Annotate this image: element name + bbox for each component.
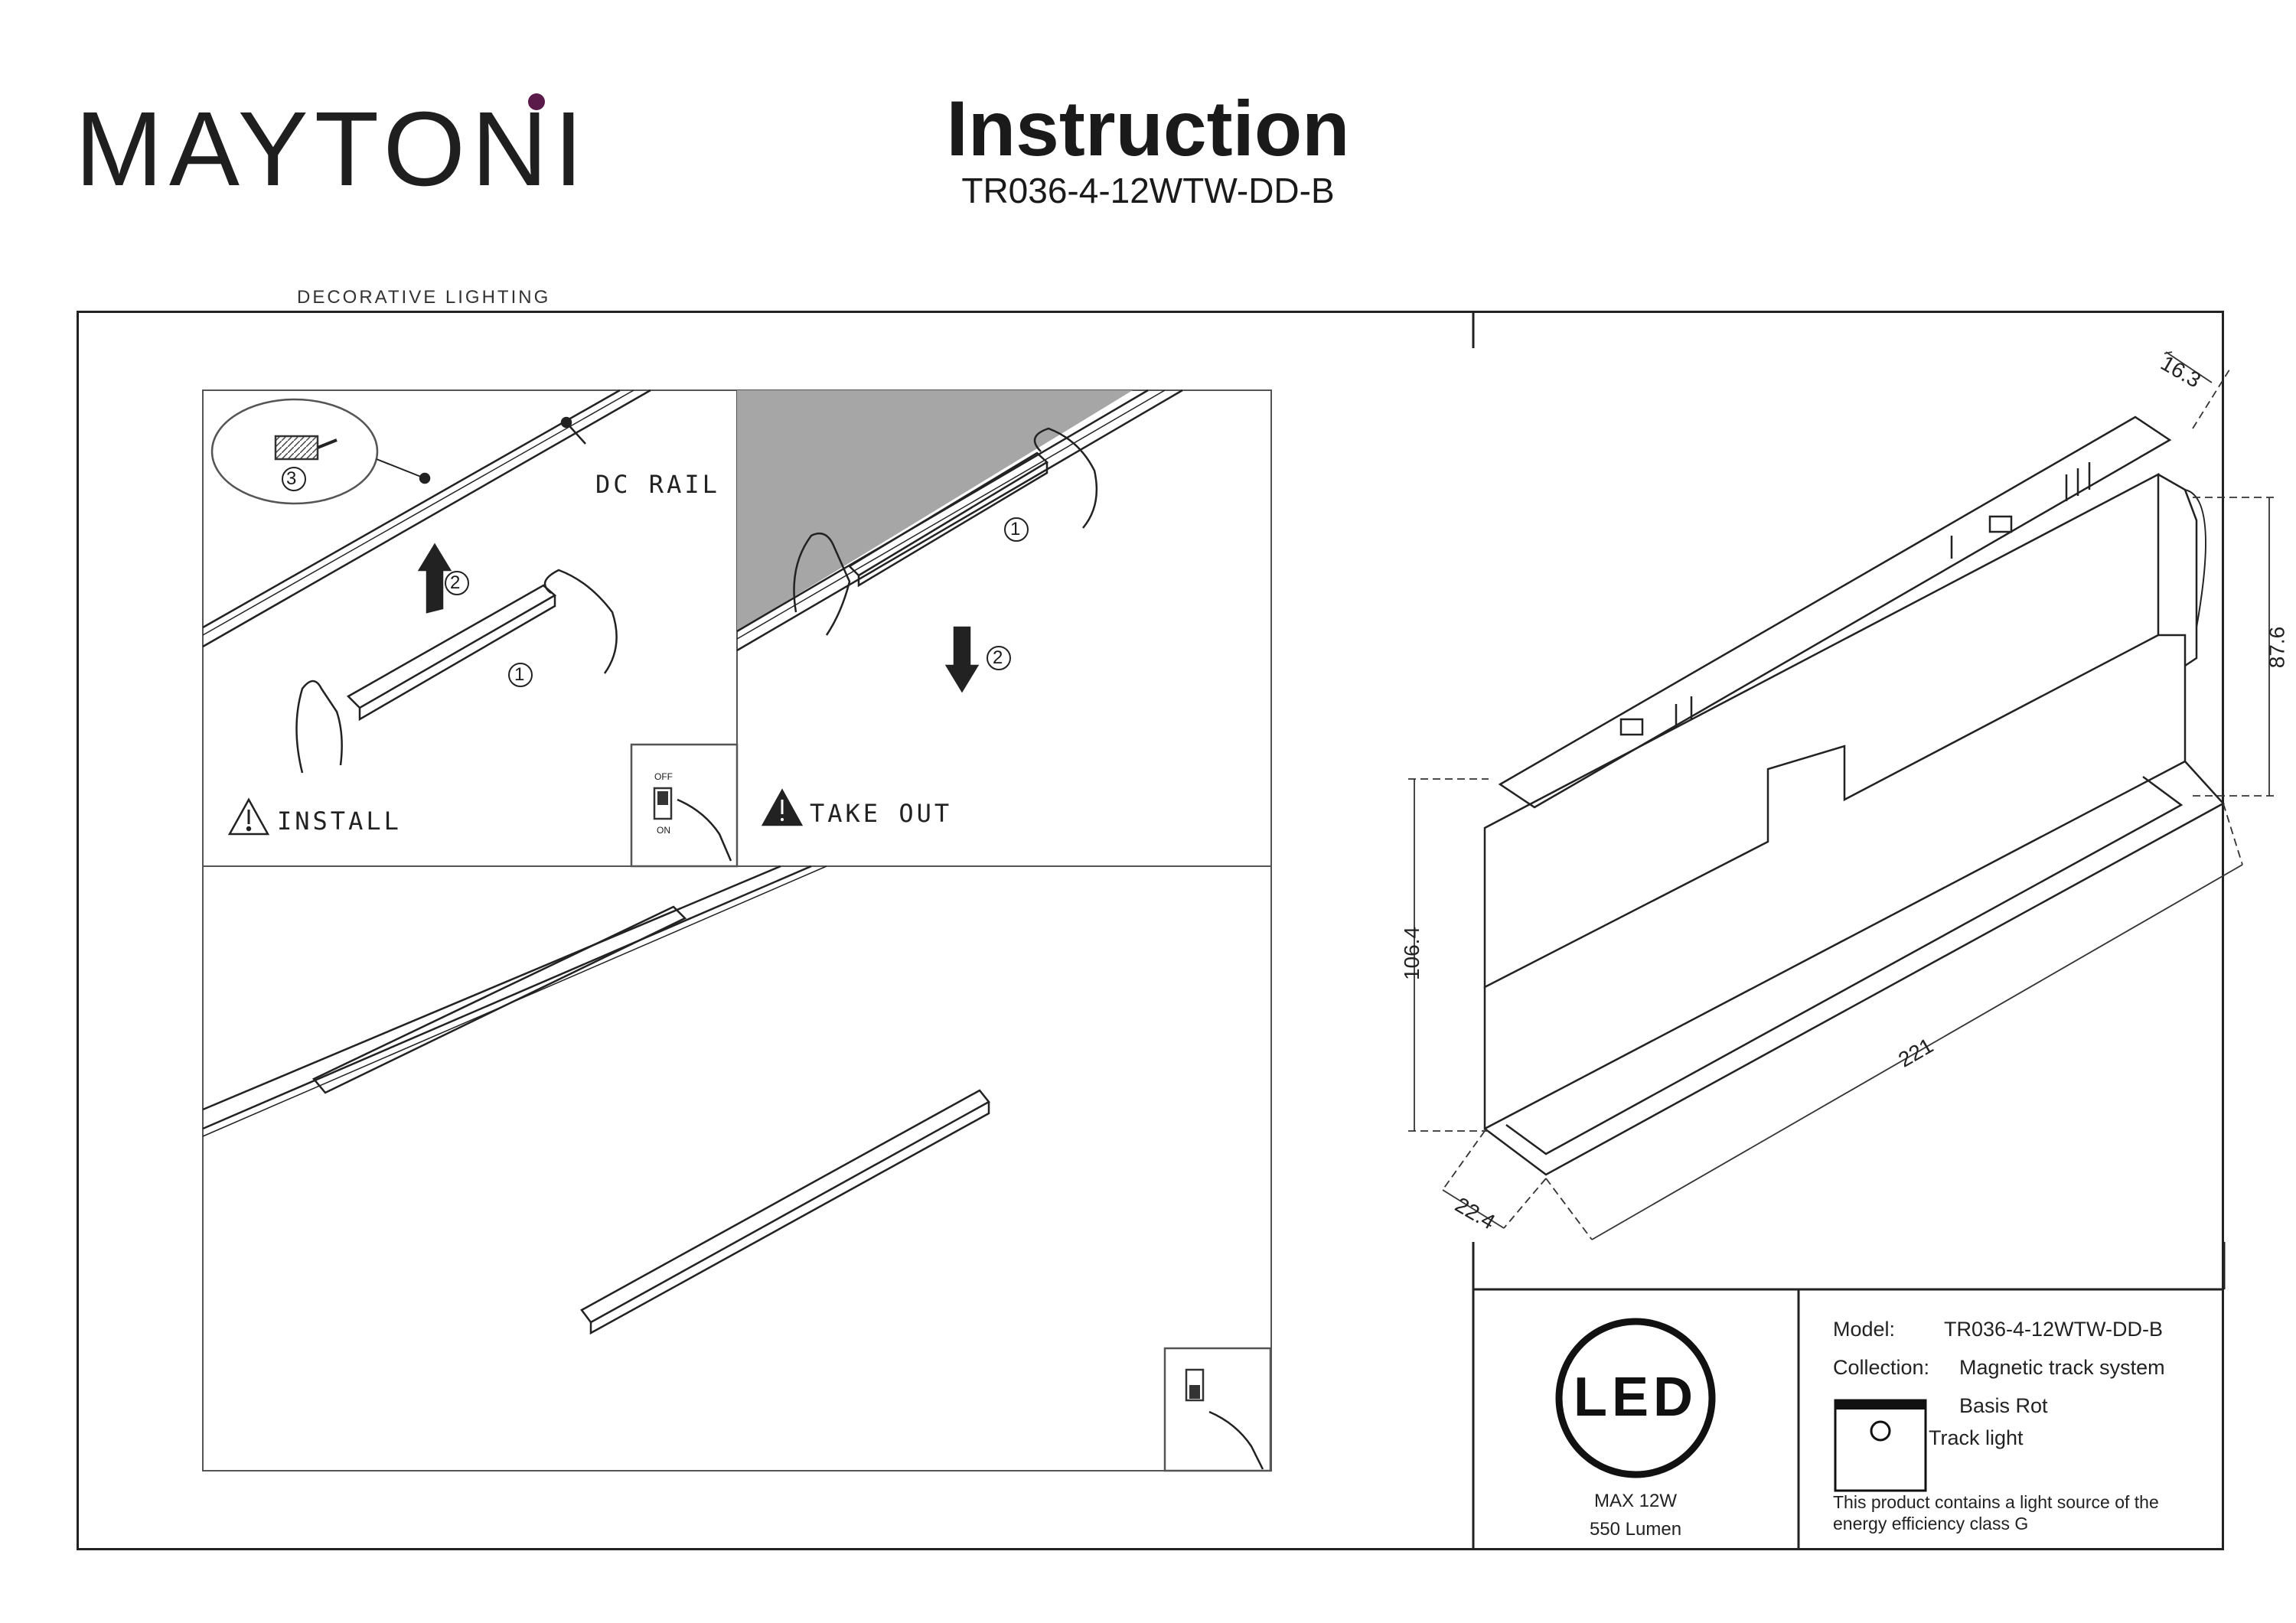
takeout-step-2: 2 — [993, 647, 1003, 668]
led-power: MAX 12W — [1593, 1491, 1678, 1511]
install-title: INSTALL — [277, 807, 402, 836]
instruction-frame — [77, 311, 2224, 1550]
spec-model-label: Model: — [1833, 1318, 1896, 1341]
spec-collection-sub: Basis Rot — [1959, 1394, 2048, 1417]
spec-model-value: TR036-4-12WTW-DD-B — [1944, 1318, 2164, 1341]
takeout-title: TAKE OUT — [810, 799, 953, 828]
install-step-2: 2 — [450, 572, 461, 593]
mounted-illustration — [202, 865, 1272, 1472]
dim-height-left: 106.4 — [1400, 926, 1424, 981]
spec-collection-value: Magnetic track system — [1959, 1356, 2165, 1379]
spec-type: Track light — [1929, 1426, 2024, 1449]
install-step-3: 3 — [286, 468, 297, 489]
brand-name: MAYTONI — [75, 90, 589, 208]
led-logo-text: LED — [1574, 1367, 1698, 1428]
switch-off-label: OFF — [654, 771, 673, 782]
install-illustration — [202, 389, 739, 868]
takeout-step-1: 1 — [1010, 519, 1021, 539]
dimension-lines — [1408, 351, 2277, 1240]
model-code: TR036-4-12WTW-DD-B — [961, 171, 1335, 210]
brand-accent-dot — [528, 93, 545, 110]
frame-dividers — [1472, 311, 2226, 1550]
install-step-1: 1 — [514, 664, 525, 685]
switch-on-label: ON — [657, 825, 670, 836]
page-title: Instruction — [946, 85, 1350, 172]
spec-energy-note-2: energy efficiency class G — [1833, 1514, 2029, 1533]
spec-energy-note-1: This product contains a light source of … — [1833, 1492, 2159, 1512]
brand-tagline: DECORATIVE LIGHTING — [297, 287, 551, 308]
led-logo-icon — [1555, 1318, 1716, 1478]
dc-rail-label: DC RAIL — [595, 470, 720, 499]
technical-drawing — [1483, 416, 2225, 1176]
takeout-illustration — [736, 389, 1183, 826]
track-light-pictogram — [1834, 1399, 1927, 1492]
led-lumen: 550 Lumen — [1589, 1519, 1682, 1540]
brand-logo: MAYTONI DECORATIVE LIGHTING — [75, 92, 583, 308]
install-step-circles — [282, 467, 533, 687]
spec-collection-label: Collection: — [1833, 1356, 1930, 1379]
dim-height-right: 87.6 — [2265, 626, 2289, 669]
